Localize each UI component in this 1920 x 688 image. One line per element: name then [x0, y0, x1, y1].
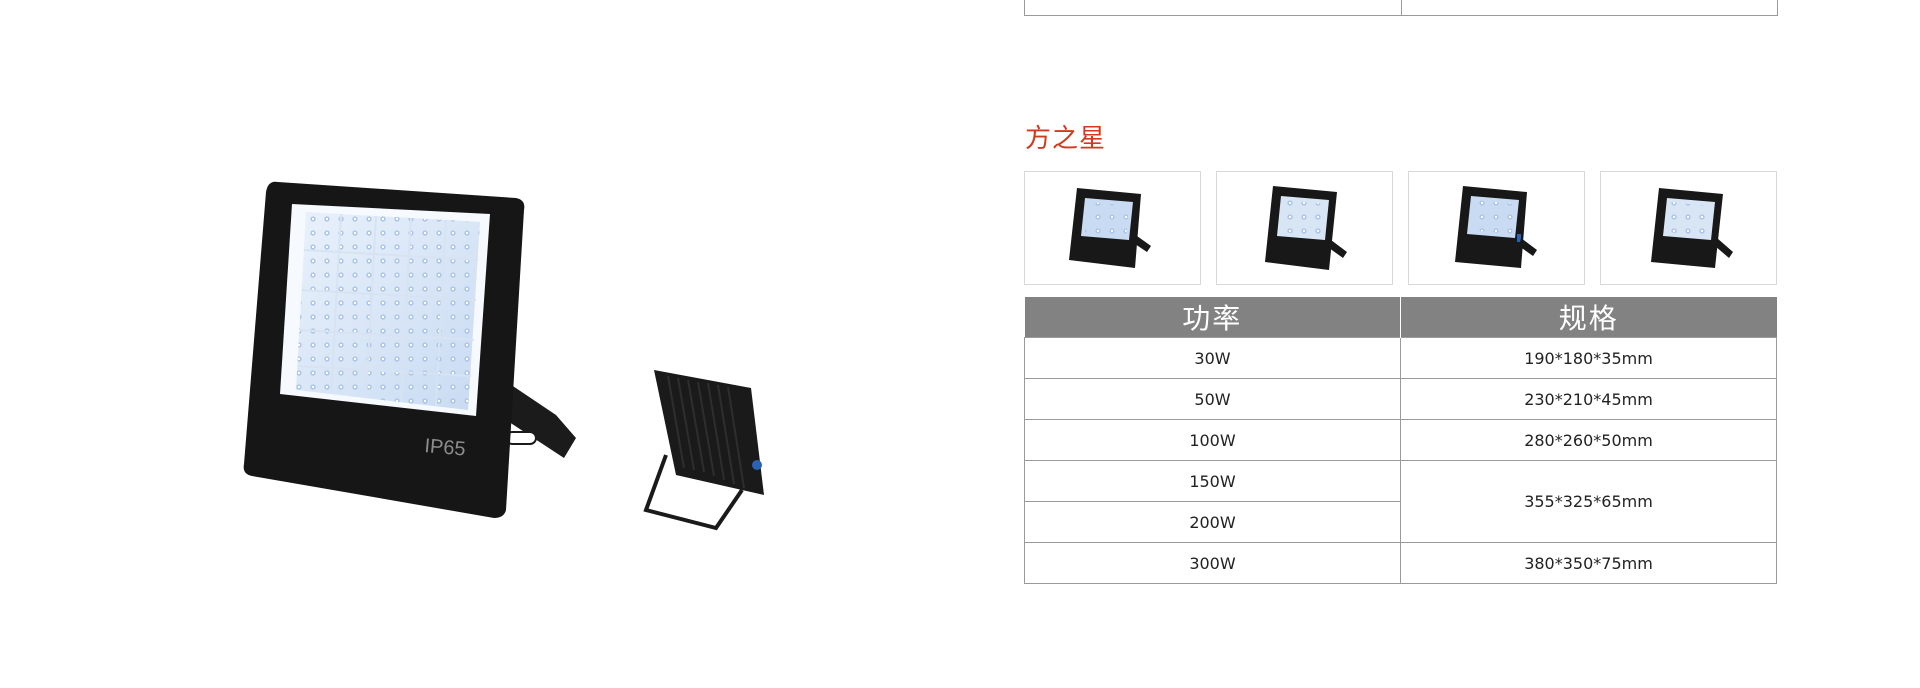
cell-power: 30W [1024, 337, 1401, 379]
table-row: 300W 380*350*75mm [1024, 542, 1777, 584]
product-thumbnail-2[interactable] [1216, 171, 1393, 285]
previous-table-divider [1401, 0, 1402, 15]
cell-power: 150W [1024, 460, 1401, 502]
product-hero-image: IP65 [236, 170, 796, 540]
table-header-row: 功率 规格 [1024, 297, 1777, 338]
table-row: 200W [1024, 501, 1777, 543]
previous-table-fragment [1024, 0, 1778, 16]
table-row: 150W 355*325*65mm [1024, 460, 1777, 543]
floodlight-thumb-icon [1068, 188, 1151, 268]
floodlight-thumb-icon [1650, 188, 1733, 268]
cell-size: 230*210*45mm [1400, 378, 1777, 420]
cell-power: 200W [1024, 501, 1401, 543]
product-thumbnail-1[interactable] [1024, 171, 1201, 285]
spec-table: 功率 规格 30W 190*180*35mm 50W 230*210*45mm … [1024, 297, 1777, 584]
header-power: 功率 [1024, 297, 1401, 338]
floodlight-thumb-icon [1454, 186, 1537, 268]
floodlight-thumb-icon [1264, 186, 1347, 270]
cell-power: 100W [1024, 419, 1401, 461]
cell-size: 190*180*35mm [1400, 337, 1777, 379]
product-thumbnail-4[interactable] [1600, 171, 1777, 285]
cell-size-merged: 355*325*65mm [1400, 460, 1777, 543]
cell-power: 300W [1024, 542, 1401, 584]
floodlight-illustration: IP65 [243, 181, 764, 531]
cell-size: 380*350*75mm [1400, 542, 1777, 584]
table-row: 50W 230*210*45mm [1024, 378, 1777, 420]
cell-size: 280*260*50mm [1400, 419, 1777, 461]
product-thumbnail-3[interactable] [1408, 171, 1585, 285]
thumbnail-row [1024, 171, 1777, 287]
ip65-badge: IP65 [424, 435, 467, 461]
cell-power: 50W [1024, 378, 1401, 420]
table-row: 100W 280*260*50mm [1024, 419, 1777, 461]
table-row: 30W 190*180*35mm [1024, 337, 1777, 379]
header-size: 规格 [1400, 297, 1777, 338]
series-title: 方之星 [1025, 124, 1107, 154]
